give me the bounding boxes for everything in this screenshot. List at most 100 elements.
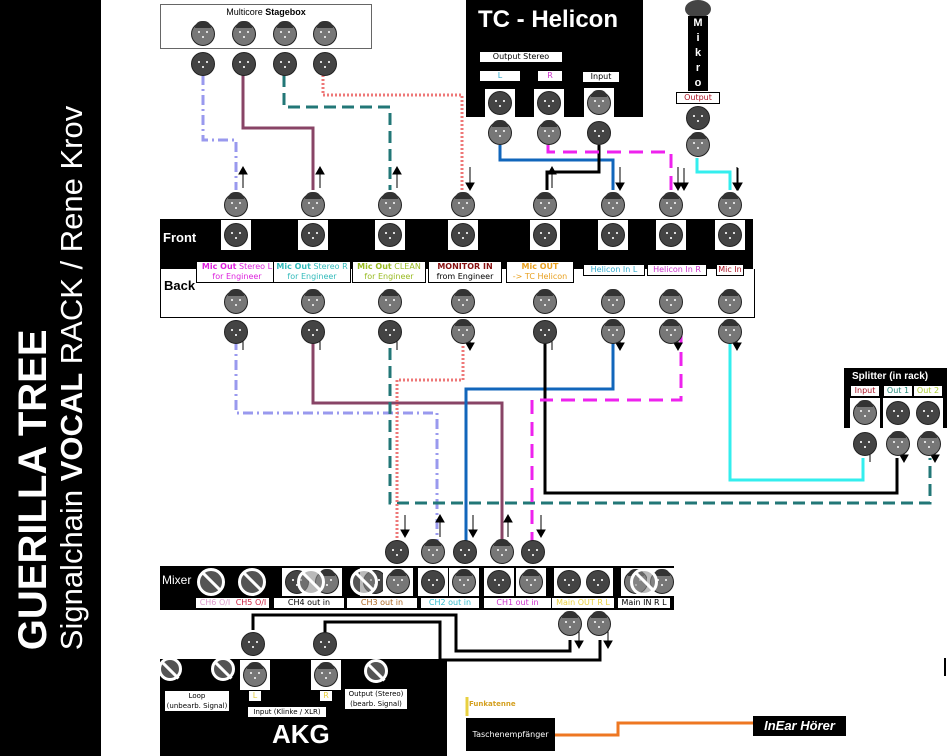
rack-back-jack-6[interactable] [601,289,625,314]
mixer-jack-9[interactable] [557,570,581,594]
antenna-label: Funkatenne [469,700,516,708]
rack-channel-label-7: Helicon In R [647,264,707,276]
arrow-up-head [315,165,325,175]
rack-front-plug-4[interactable] [451,192,475,217]
stagebox-jack-3[interactable] [273,21,297,46]
rack-front-plug-5[interactable] [533,192,557,217]
splitter-out1-jack[interactable] [886,401,910,425]
akg-input-r-plug[interactable] [313,632,337,656]
rack-front-plug-1[interactable] [224,192,248,217]
rack-back-jack-2[interactable] [301,289,325,314]
rack-front-plug-6[interactable] [601,192,625,217]
mixer-jack-5[interactable] [421,570,445,594]
akg-input-l-plug[interactable] [241,632,265,656]
cut-off-mark [944,658,946,676]
rack-back-plug-2[interactable] [301,320,325,344]
rack-front-jack-7[interactable] [659,223,683,247]
akg-r-label: R [319,690,333,702]
akg-input-l-jack[interactable] [243,662,267,687]
stagebox-jack-2[interactable] [232,21,256,46]
rack-label-line2: -> TC Helicon [512,272,568,281]
mixer-cable-plug-2[interactable] [421,539,445,564]
rack-back-plug-3[interactable] [378,320,402,344]
helicon-out-l-plug[interactable] [488,120,512,145]
mikro-output-jack[interactable] [686,106,710,130]
rack-front-jack-2[interactable] [301,223,325,247]
mixer-jack-8[interactable] [519,569,543,594]
splitter-out2-jack[interactable] [916,401,940,425]
rack-back-jack-7[interactable] [659,289,683,314]
arrow-down-head [465,182,475,192]
splitter-input-jack[interactable] [853,400,877,425]
stagebox-plug-3[interactable] [273,52,297,76]
mixer-cable-plug-1[interactable] [385,540,409,564]
splitter-out1-label: Out 1 [884,386,912,396]
helicon-right-label: R [537,70,563,82]
stagebox-jack-4[interactable] [313,21,337,46]
main-out-l-plug[interactable] [587,611,611,636]
stagebox: Multicore Stagebox [160,4,372,49]
helicon-input-plug[interactable] [587,121,611,145]
rack-front-jack-8[interactable] [718,223,742,247]
rack-back-plug-5[interactable] [533,320,557,344]
helicon-out-r-plug[interactable] [537,120,561,145]
splitter-input-label: Input [851,386,879,396]
mixer-jack-4[interactable] [386,569,410,594]
rack-back-jack-8[interactable] [718,289,742,314]
arrow-down-head [673,342,683,352]
mixer-jack-10[interactable] [586,570,610,594]
stagebox-jack-1[interactable] [191,21,215,46]
rack-back-plug-4[interactable] [451,319,475,344]
mixer-channel-label-8: Main IN R L [618,598,670,608]
rack-front-jack-5[interactable] [533,223,557,247]
rack-back-jack-1[interactable] [224,289,248,314]
stagebox-title: Multicore Stagebox [161,7,371,17]
rack-front-plug-3[interactable] [378,192,402,217]
rack-back-plug-1[interactable] [224,320,248,344]
mixer-jack-7[interactable] [487,570,511,594]
arrow-down-head [400,529,410,539]
splitter-out2-plug[interactable] [917,431,941,456]
rack-back-jack-3[interactable] [378,289,402,314]
rack-label-bold: Mic Out [276,262,311,271]
arrow-down-head [679,182,689,192]
rack-front-jack-3[interactable] [378,223,402,247]
arrow-up-head [435,513,445,523]
rack-label-text: Helicon In L [590,265,638,274]
rack-front-plug-8[interactable] [718,192,742,217]
stagebox-plug-4[interactable] [313,52,337,76]
mikro-cable-plug[interactable] [686,132,710,157]
sidebar: GUERILLA TREE Signalchain VOCAL RACK / R… [0,0,101,756]
akg-output-disabled-icon [364,659,388,683]
helicon-out-r-jack[interactable] [537,91,561,115]
helicon-input-jack[interactable] [587,90,611,115]
mixer-jack-6[interactable] [452,569,476,594]
main-out-r-plug[interactable] [558,611,582,636]
rack-front-jack-4[interactable] [451,223,475,247]
rack-front-plug-7[interactable] [659,192,683,217]
rack-back-jack-4[interactable] [451,289,475,314]
rack-back-plug-8[interactable] [718,319,742,344]
rack-front-jack-6[interactable] [601,223,625,247]
helicon-input-label: Input [582,71,620,83]
mikro-letter: i [696,32,700,44]
stagebox-plug-2[interactable] [232,52,256,76]
arrow-down-head [574,640,584,650]
helicon-out-l-jack[interactable] [488,91,512,115]
stagebox-plug-1[interactable] [191,52,215,76]
arrow-down-head [465,342,475,352]
rack-front-jack-1[interactable] [224,223,248,247]
mixer-cable-plug-5[interactable] [521,540,545,564]
akg-input-r-jack[interactable] [314,662,338,687]
mixer-cable-plug-3[interactable] [453,540,477,564]
rack-back-plug-6[interactable] [601,319,625,344]
rack-back-plug-7[interactable] [659,319,683,344]
rack-front-plug-2[interactable] [301,192,325,217]
splitter-input-plug[interactable] [853,432,877,456]
rack-back-jack-5[interactable] [533,289,557,314]
mixer-cable-plug-4[interactable] [490,539,514,564]
splitter-out1-plug[interactable] [886,431,910,456]
akg-l-label: L [248,690,262,702]
